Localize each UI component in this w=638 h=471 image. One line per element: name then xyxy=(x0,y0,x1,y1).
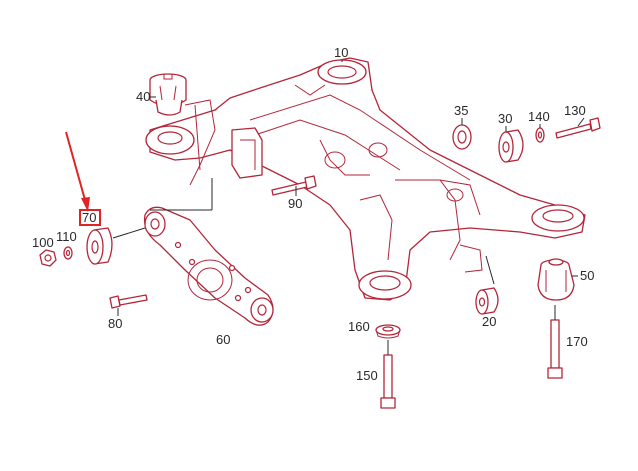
washer-part-160[interactable] xyxy=(375,324,401,339)
bolt-part-80[interactable] xyxy=(109,294,148,309)
subframe-part-10[interactable] xyxy=(145,57,586,301)
label-150[interactable]: 150 xyxy=(356,368,378,383)
label-70[interactable]: 70 xyxy=(82,210,96,225)
label-170[interactable]: 170 xyxy=(566,334,588,349)
ring-part-35[interactable] xyxy=(452,124,472,150)
highlight-box-70 xyxy=(79,209,101,226)
label-80[interactable]: 80 xyxy=(108,316,122,331)
label-130[interactable]: 130 xyxy=(564,103,586,118)
label-50[interactable]: 50 xyxy=(580,268,594,283)
leader-lines xyxy=(112,60,585,355)
label-60[interactable]: 60 xyxy=(216,332,230,347)
bolt-part-90[interactable] xyxy=(271,175,317,196)
carrier-part-60[interactable] xyxy=(143,206,274,326)
washer-part-140[interactable] xyxy=(535,127,545,143)
label-110[interactable]: 110 xyxy=(56,229,77,244)
mount-part-40[interactable] xyxy=(149,73,187,116)
label-35[interactable]: 35 xyxy=(454,103,468,118)
label-100[interactable]: 100 xyxy=(32,235,54,250)
bolt-part-170[interactable] xyxy=(547,319,563,379)
label-40[interactable]: 40 xyxy=(136,89,150,104)
label-160[interactable]: 160 xyxy=(348,319,370,334)
label-30[interactable]: 30 xyxy=(498,111,512,126)
bushing-part-70[interactable] xyxy=(86,227,113,265)
bolt-part-150[interactable] xyxy=(380,354,396,409)
nut-part-100[interactable] xyxy=(39,249,57,267)
mount-part-50[interactable] xyxy=(537,258,575,301)
washer-part-110[interactable] xyxy=(63,246,73,260)
highlight-arrow xyxy=(65,131,90,212)
bushing-part-30[interactable] xyxy=(498,129,524,163)
bushing-part-20[interactable] xyxy=(475,287,499,315)
label-10[interactable]: 10 xyxy=(334,45,348,60)
label-20[interactable]: 20 xyxy=(482,314,496,329)
label-140[interactable]: 140 xyxy=(528,109,550,124)
bolt-part-130[interactable] xyxy=(555,117,601,139)
label-90[interactable]: 90 xyxy=(288,196,302,211)
